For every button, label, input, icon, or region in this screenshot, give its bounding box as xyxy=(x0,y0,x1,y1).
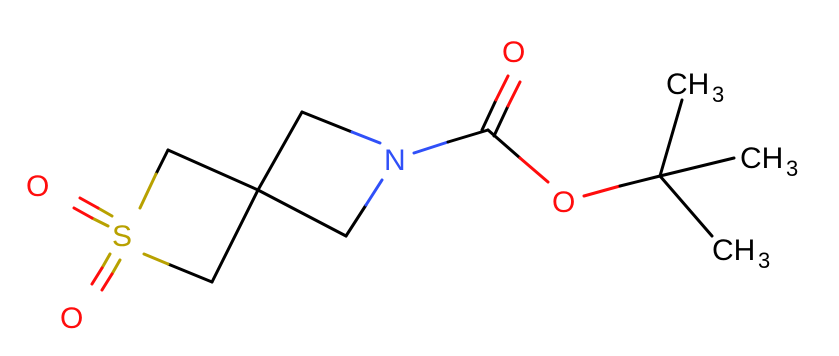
bond-c1-s xyxy=(154,148,170,176)
bond-s-o-bot-1 xyxy=(90,266,104,286)
bond-s-o-top-1-colored xyxy=(96,206,114,218)
atom-oxygen-carbonyl: O xyxy=(502,36,525,69)
bond-c-oester-colored xyxy=(518,156,550,184)
bond-c1-s-colored xyxy=(138,172,158,210)
bond-c2-s-colored xyxy=(142,252,170,266)
bond-c-o-double-1 xyxy=(480,98,498,132)
methyl-top-label: CH 3 xyxy=(666,68,724,107)
methyl-top-text: CH xyxy=(666,68,709,101)
bond-s-o-top-2 xyxy=(72,206,94,220)
methyl-bottom-text: CH xyxy=(712,234,755,267)
bond-c4-n xyxy=(344,203,368,238)
bond-spiro-c4 xyxy=(256,188,348,238)
methyl-right-subscript: 3 xyxy=(786,156,798,181)
bond-c-o-double-2-colored xyxy=(506,80,522,108)
bond-s-o-bot-2-colored xyxy=(110,258,122,276)
methyl-bottom-subscript: 3 xyxy=(758,248,770,273)
bond-s-o-top-1 xyxy=(78,196,100,210)
bond-c3-n xyxy=(300,110,354,134)
bond-c3-n-colored xyxy=(350,130,382,145)
bond-s-o-bot-2 xyxy=(100,272,114,292)
bond-ct-me2 xyxy=(658,156,736,178)
atom-oxygen-ester: O xyxy=(552,186,575,219)
bond-ct-me1 xyxy=(658,98,684,178)
bond-n-c-colored xyxy=(412,140,450,155)
bond-oester-ct-colored xyxy=(582,184,622,198)
methyl-right-text: CH xyxy=(740,142,783,175)
atom-nitrogen: N xyxy=(384,144,406,177)
bond-spiro-c2 xyxy=(210,188,260,284)
bond-s-o-top-2-colored xyxy=(90,216,110,228)
bond-s-o-bot-1-colored xyxy=(100,252,112,270)
bond-c4-n-colored xyxy=(364,178,384,207)
methyl-bottom-label: CH 3 xyxy=(712,234,770,273)
methyl-right-label: CH 3 xyxy=(740,142,798,181)
bond-c1-spiro xyxy=(166,148,260,192)
bond-c-oester xyxy=(486,128,522,160)
bond-ct-me3 xyxy=(658,174,714,238)
bond-spiro-c3 xyxy=(256,110,304,192)
bond-oester-ct xyxy=(618,174,662,188)
bond-n-c xyxy=(446,128,490,144)
atom-oxygen-sulfonyl-top: O xyxy=(26,170,49,203)
atom-oxygen-sulfonyl-bottom: O xyxy=(60,302,83,335)
atom-sulfur: S xyxy=(112,220,132,253)
methyl-top-subscript: 3 xyxy=(712,82,724,107)
bond-c-o-double-2 xyxy=(492,104,510,138)
bond-c-o-double-1-colored xyxy=(494,74,510,102)
bond-c2-s xyxy=(166,262,214,284)
